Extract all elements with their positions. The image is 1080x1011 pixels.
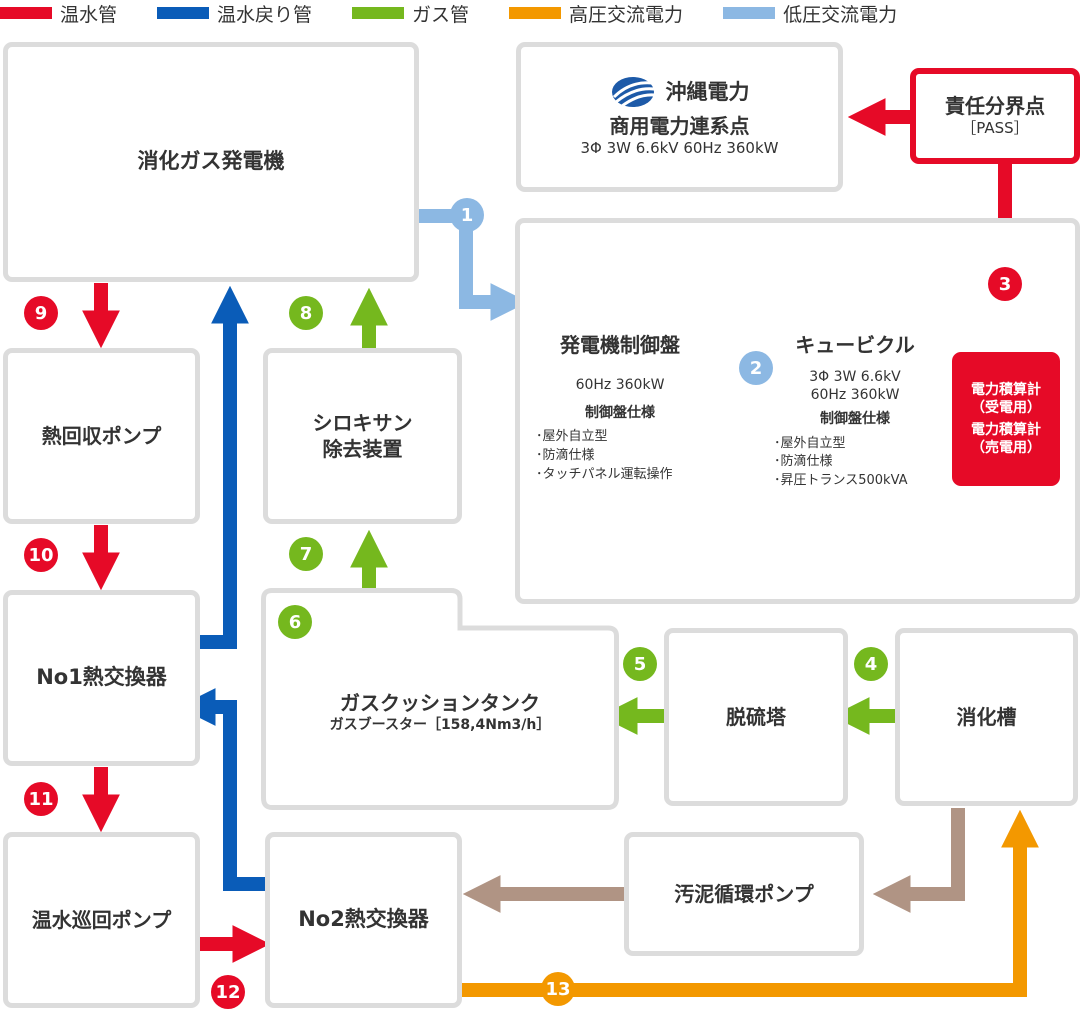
siloxane-removal-title: シロキサン 除去装置 — [312, 411, 413, 461]
legend: 温水管 温水戻り管 ガス管 高圧交流電力 低圧交流電力 — [0, 0, 937, 26]
badge-12: 12 — [211, 975, 245, 1009]
hx2-box: No2熱交換器 — [265, 832, 462, 1008]
sludge-pump-title: 汚泥循環ポンプ — [674, 882, 814, 906]
high-voltage-line-13 — [462, 809, 1039, 997]
hx2-title: No2熱交換器 — [298, 907, 429, 932]
low-voltage-line-1 — [419, 209, 529, 321]
utility-box: 沖縄電力 商用電力連系点 3Φ 3W 6.6kV 60Hz 360kW — [516, 42, 843, 192]
circulation-pump-title: 温水巡回ポンプ — [31, 908, 172, 932]
cubicle-title: キュービクル — [795, 333, 915, 357]
sludge-pump-box: 汚泥循環ポンプ — [624, 832, 864, 956]
legend-item: 温水戻り管 — [157, 0, 312, 27]
desulfurization-box: 脱硫塔 — [664, 628, 848, 806]
generator-box: 消化ガス発電機 — [3, 42, 419, 282]
badge-8: 8 — [289, 296, 323, 330]
meter-receive-label: 電力積算計 （受電用） — [971, 381, 1041, 416]
return-line-hx1-generator — [200, 285, 249, 649]
badge-6: 6 — [278, 605, 312, 639]
heat-recovery-pump-box: 熱回収ポンプ — [3, 348, 200, 524]
spec-list-item: 防滴仕様 — [536, 447, 708, 466]
cubicle-spec-heading: 制御盤仕様 — [820, 411, 890, 428]
control-panel-spec-heading: 制御盤仕様 — [585, 405, 655, 422]
badge-7: 7 — [289, 537, 323, 571]
badge-3: 3 — [988, 267, 1022, 301]
circulation-pump-box: 温水巡回ポンプ — [3, 832, 200, 1008]
spec-list-item: 防滴仕様 — [774, 453, 940, 472]
digester-box: 消化槽 — [895, 628, 1078, 806]
meter-sell-label: 電力積算計 （売電用） — [971, 422, 1041, 457]
utility-spec: 3Φ 3W 6.6kV 60Hz 360kW — [580, 139, 779, 158]
legend-item: 温水管 — [0, 0, 117, 27]
badge-9: 9 — [24, 296, 58, 330]
utility-brand: 沖縄電力 — [665, 79, 750, 104]
gas-tank-title: ガスクッションタンク — [340, 691, 540, 715]
hx1-title: No1熱交換器 — [36, 665, 167, 690]
control-panel-spec: 60Hz 360kW — [575, 377, 665, 393]
power-panel-box — [515, 218, 1080, 604]
badge-4: 4 — [854, 647, 888, 681]
cubicle-group: キュービクル 3Φ 3W 6.6kV 60Hz 360kW 制御盤仕様 屋外自立… — [770, 332, 940, 491]
badge-1: 1 — [450, 198, 484, 232]
return-line-hx2-hx1 — [177, 688, 265, 891]
legend-swatch — [157, 7, 210, 19]
legend-swatch — [352, 7, 405, 19]
badge-2: 2 — [739, 351, 773, 385]
control-panel-title: 発電機制御盤 — [560, 333, 680, 357]
spec-list-item: 屋外自立型 — [536, 428, 708, 447]
control-panel-group: 発電機制御盤 60Hz 360kW 制御盤仕様 屋外自立型防滴仕様タッチパネル運… — [532, 332, 708, 485]
desulfurization-title: 脱硫塔 — [726, 705, 786, 729]
badge-10: 10 — [24, 538, 58, 572]
legend-item: 高圧交流電力 — [509, 0, 683, 27]
control-panel-spec-list: 屋外自立型防滴仕様タッチパネル運転操作 — [536, 428, 708, 485]
badge-11: 11 — [24, 782, 58, 816]
hx1-box: No1熱交換器 — [3, 590, 200, 766]
responsibility-box: 責任分界点 ［PASS］ — [910, 68, 1080, 164]
legend-swatch — [0, 7, 52, 19]
utility-title: 商用電力連系点 — [609, 114, 750, 139]
meter-box: 電力積算計 （受電用） 電力積算計 （売電用） — [952, 352, 1060, 486]
gas-tank-label: ガスクッションタンク ガスブースター［158,4Nm3/h］ — [270, 690, 610, 734]
gas-booster-label: ガスブースター［158,4Nm3/h］ — [329, 717, 551, 733]
legend-swatch — [723, 7, 776, 19]
legend-label: 低圧交流電力 — [783, 3, 898, 26]
legend-swatch — [509, 7, 562, 19]
legend-label: ガス管 — [412, 3, 470, 26]
siloxane-removal-box: シロキサン 除去装置 — [263, 348, 462, 524]
legend-label: 高圧交流電力 — [569, 3, 684, 26]
badge-5: 5 — [623, 647, 657, 681]
responsibility-sub: ［PASS］ — [961, 119, 1029, 138]
heat-recovery-pump-title: 熱回収ポンプ — [41, 424, 162, 448]
gas-tank-outline — [261, 588, 619, 810]
responsibility-title: 責任分界点 — [945, 94, 1045, 119]
legend-label: 温水管 — [60, 3, 118, 26]
cubicle-spec-list: 屋外自立型防滴仕様昇圧トランス500kVA — [774, 435, 940, 492]
spec-list-item: 昇圧トランス500kVA — [774, 472, 940, 491]
legend-item: ガス管 — [352, 0, 469, 27]
generator-title: 消化ガス発電機 — [137, 149, 285, 174]
sludge-line-digester-pump — [872, 808, 965, 913]
legend-item: 低圧交流電力 — [723, 0, 897, 27]
okinawa-electric-logo-icon — [611, 77, 654, 108]
spec-list-item: 屋外自立型 — [774, 435, 940, 454]
badge-13: 13 — [541, 972, 575, 1006]
digester-title: 消化槽 — [956, 705, 1017, 729]
legend-label: 温水戻り管 — [217, 3, 313, 26]
cubicle-spec: 3Φ 3W 6.6kV 60Hz 360kW — [809, 369, 901, 404]
spec-list-item: タッチパネル運転操作 — [536, 466, 708, 485]
